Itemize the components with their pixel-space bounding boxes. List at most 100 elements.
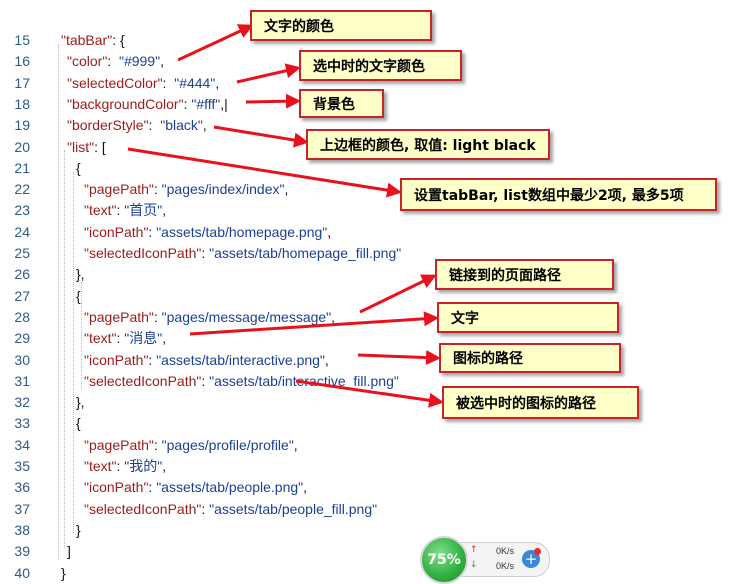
code-line[interactable]: 21 { [0,158,741,179]
code-line[interactable]: 28"pagePath": "pages/message/message", [0,307,741,328]
code-text: }, [76,392,85,413]
json-key: "text" [84,458,117,474]
line-number: 21 [14,159,30,176]
code-line[interactable]: 37"selectedIconPath": "assets/tab/people… [0,499,741,520]
json-punctuation: { [76,159,81,176]
line-number: 40 [14,564,30,581]
line-number: 27 [14,287,30,304]
json-punctuation: : [148,223,157,240]
json-string: "pages/index/index" [161,181,285,198]
code-text: } [76,520,81,541]
json-key: "color" [67,53,108,70]
json-punctuation: : [201,245,210,261]
code-text: "iconPath": "assets/tab/people.png", [84,477,307,498]
code-text: "selectedIconPath": "assets/tab/people_f… [84,499,377,520]
line-number: 15 [14,32,30,48]
code-text: { [76,158,81,179]
json-punctuation: : { [112,32,125,48]
json-string: "#444" [174,74,216,91]
line-number: 18 [14,95,30,112]
line-number: 28 [14,308,30,325]
line-number: 39 [14,543,30,560]
json-punctuation: : [183,95,192,112]
cpu-usage-gauge[interactable]: 75% [420,536,468,584]
json-punctuation: : [162,74,175,91]
code-line[interactable]: 33{ [0,413,741,434]
line-number: 20 [14,138,30,155]
code-line[interactable]: 19 "borderStyle": "black", [0,115,741,136]
json-punctuation: { [76,415,81,432]
json-punctuation: : [ [94,138,106,155]
code-line[interactable]: 32}, [0,392,741,413]
line-number: 30 [14,351,30,368]
line-number: 25 [14,245,30,261]
code-line[interactable]: 31"selectedIconPath": "assets/tab/intera… [0,371,741,392]
code-line[interactable]: 25 "selectedIconPath": "assets/tab/homepa… [0,243,741,264]
code-text: "selectedIconPath": "assets/tab/interact… [84,371,399,392]
json-punctuation: , [160,53,164,70]
code-text: "pagePath": "pages/index/index", [84,179,288,200]
json-punctuation: : [153,181,162,198]
code-line[interactable]: 40} [0,563,741,584]
code-line[interactable]: 18"backgroundColor": "#fff",| [0,94,741,115]
json-punctuation: : [116,458,125,474]
json-punctuation: , [202,117,207,134]
json-punctuation: , [215,74,220,91]
code-line[interactable]: 34"pagePath": "pages/profile/profile", [0,435,741,456]
json-key: "text" [84,202,117,219]
json-string: "black" [160,117,203,134]
code-line[interactable]: 16"color": "#999", [0,51,741,72]
json-punctuation: : [116,202,125,219]
json-punctuation: } [61,564,66,581]
code-text: "selectedColor": "#444", [67,73,219,94]
json-key: "pagePath" [84,436,154,453]
json-punctuation: , [162,202,167,219]
indent-guide [58,44,59,560]
code-line[interactable]: 26}, [0,264,741,285]
code-text: "borderStyle": "black", [67,115,207,136]
json-punctuation: : [201,372,210,389]
code-line[interactable]: 20"list": [ [0,137,741,158]
json-punctuation: : [148,479,157,496]
plus-button[interactable]: + [522,550,540,568]
line-number: 19 [14,117,30,134]
indent-guide [73,172,74,533]
network-speed-widget[interactable]: 75% ↑ 0K/s ↓ 0K/s + [418,536,550,584]
code-line[interactable]: 23"text": "首页", [0,200,741,221]
json-string: "assets/tab/homepage.png" [156,223,328,240]
line-number: 32 [14,394,30,411]
callout-color: 文字的颜色 [250,10,432,41]
json-key: "selectedIconPath" [84,372,202,389]
json-punctuation: , [324,351,329,368]
json-key: "borderStyle" [67,117,149,134]
code-text: "tabBar": { [61,30,125,51]
json-string: "assets/tab/homepage_fill.png" [209,245,402,261]
json-punctuation: , [303,479,308,496]
code-line[interactable]: 29"text": "消息", [0,328,741,349]
code-line[interactable]: 30"iconPath": "assets/tab/interactive.pn… [0,350,741,371]
callout-selected-color: 选中时的文字颜色 [299,50,462,81]
json-punctuation: : [107,53,119,70]
json-string: "assets/tab/interactive.png" [156,351,325,368]
json-punctuation: , [162,330,167,347]
code-line[interactable]: 35"text": "我的", [0,456,741,477]
upload-speed: 0K/s [496,546,515,556]
callout-text: 文字 [437,302,619,333]
code-line[interactable]: 39] [0,541,741,562]
indent-guide [81,282,82,390]
code-line[interactable]: 15 "tabBar": { [0,30,741,51]
callout-list: 设置tabBar, list数组中最少2项, 最多5项 [400,178,717,211]
line-number: 17 [14,74,30,91]
json-key: "pagePath" [84,308,154,325]
code-line[interactable]: 38} [0,520,741,541]
json-punctuation: { [76,287,81,304]
json-key: "selectedIconPath" [84,245,202,261]
code-line[interactable]: 36"iconPath": "assets/tab/people.png", [0,477,741,498]
code-text: "iconPath": "assets/tab/homepage.png", [84,222,331,243]
line-number: 22 [14,181,30,198]
code-line[interactable]: 27 { [0,286,741,307]
code-line[interactable]: 24"iconPath": "assets/tab/homepage.png", [0,222,741,243]
json-string: "assets/tab/interactive_fill.png" [209,372,399,389]
code-line[interactable]: 17 "selectedColor": "#444", [0,73,741,94]
